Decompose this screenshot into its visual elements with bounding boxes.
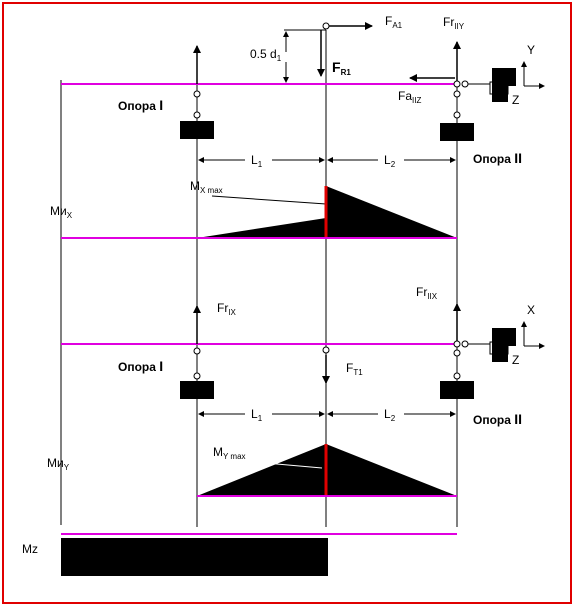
axis-triad-icon: X Z: [512, 303, 545, 367]
svg-text:Y: Y: [527, 43, 535, 57]
moment-x-max-label: MX max: [190, 179, 223, 195]
support-1-label-bottom: Опора I: [118, 358, 163, 374]
force-fa2z-label: FaIIZ: [398, 89, 421, 105]
span-2-label-top: L2: [384, 153, 396, 169]
moment-y-label: MиY: [47, 456, 70, 472]
support-1-pin-b: [193, 111, 201, 119]
moment-x-area-left: [197, 218, 326, 238]
support-2-label-top: Опора II: [473, 150, 522, 166]
moment-y-max-leader: [242, 460, 323, 469]
moment-x-max-leader: [211, 195, 327, 205]
bearing-block-icon: [180, 381, 214, 399]
support-2-pin-e: [453, 340, 461, 348]
force-fr1-label: FR1: [332, 59, 351, 77]
support-1-label-top: Опора I: [118, 97, 163, 113]
gear-point-bottom: [322, 346, 330, 354]
gear-point-top: [322, 22, 330, 30]
support-2-pin-d: [453, 111, 461, 119]
torque-area: [61, 538, 328, 576]
support-2-pin-f: [461, 340, 469, 348]
force-fr2x-label: FrIIX: [416, 285, 438, 301]
support-1-pin-a: [193, 90, 201, 98]
force-fa1-label: FA1: [385, 14, 403, 30]
span-2-label-bottom: L2: [384, 407, 396, 423]
moment-x-area-right: [326, 186, 457, 238]
span-1-label-bottom: L1: [251, 407, 263, 423]
support-2-pin-h: [453, 372, 461, 380]
offset-label: 0.5 d1: [250, 47, 282, 63]
span-1-label-top: L1: [251, 153, 263, 169]
thrust-block-icon: [468, 68, 516, 102]
bearing-block-icon: [440, 123, 474, 141]
moment-y-max-label: MY max: [213, 445, 246, 461]
support-2-pin-g: [453, 349, 461, 357]
svg-text:Z: Z: [512, 353, 519, 367]
support-2-pin-c: [453, 90, 461, 98]
support-2-pin-a: [453, 80, 461, 88]
force-fr2y-label: FrIIY: [443, 15, 465, 31]
torque-label: Mz: [22, 542, 38, 556]
axis-triad-icon: Y Z: [512, 43, 545, 107]
bearing-block-icon: [440, 381, 474, 399]
support-2-pin-b: [461, 80, 469, 88]
moment-x-label: MиX: [50, 204, 73, 220]
support-1-pin-c: [193, 347, 201, 355]
bearing-block-icon: [180, 121, 214, 139]
svg-text:X: X: [527, 303, 535, 317]
svg-text:Z: Z: [512, 93, 519, 107]
outer-frame: [2, 2, 572, 604]
support-2-label-bottom: Опора II: [473, 411, 522, 427]
thrust-block-icon: [468, 328, 516, 362]
force-ft1-label: FT1: [346, 361, 363, 377]
force-fr1x-label: FrIX: [217, 301, 237, 317]
support-1-pin-d: [193, 372, 201, 380]
